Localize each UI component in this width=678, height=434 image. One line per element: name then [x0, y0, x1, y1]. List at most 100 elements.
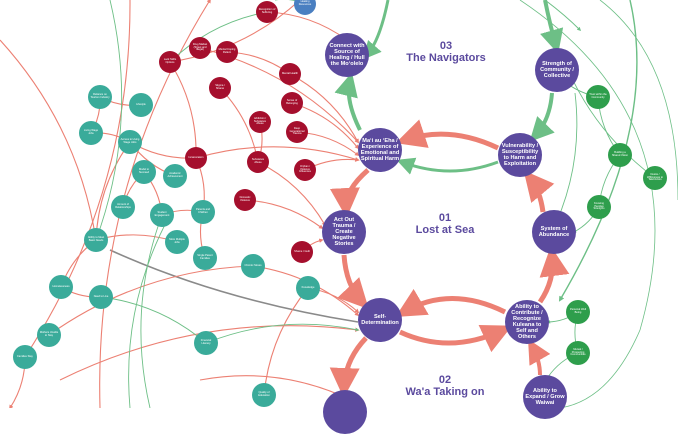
node-amount-of-relationships: Amount of Relationships [111, 195, 135, 219]
node-recognition-of-suffering: Recognition of Suffering [256, 1, 278, 23]
node-label: Access to Living Wage Jobs [120, 138, 140, 144]
node-living-wage-jobs: Living Wage Jobs [79, 121, 103, 145]
node-ma-i-au-eha-experience-of-emotional-and-spiritual-harm: Maʻi au ʻEha / Experience of Emotional a… [358, 128, 402, 172]
node-label: Student Engagement [154, 211, 170, 217]
causal-link [199, 375, 342, 396]
node-stigma-shame: Stigma / Shame [209, 77, 231, 99]
causal-link [205, 323, 360, 344]
arc-link [519, 0, 656, 408]
node-lifestyle: Lifestyle [129, 93, 153, 117]
arc-link [558, 0, 638, 302]
causal-link [263, 286, 310, 396]
node-lack-skills-options: Lack Skills Options [159, 51, 181, 73]
node-orphan-violence-influences: Orphan / Violence Influences [294, 159, 316, 181]
node-label: Incarceration [188, 155, 204, 159]
node-homelessness: Homelessness [49, 275, 73, 299]
node-deep-generational-trauma: Deep Generational Trauma [286, 121, 308, 143]
node-label: Healing Resources [298, 0, 312, 6]
node-label: Domestic Violence [239, 196, 251, 202]
node-label: Desire / Willingness to Take Action [646, 172, 663, 182]
node-personal-well-being: Personal Well Being [566, 300, 590, 324]
loop-link [334, 72, 362, 131]
loop-link [528, 339, 551, 376]
node-academic-achievement: Academic Achievement [163, 164, 187, 188]
causal-link [140, 213, 163, 408]
node-label: Parents and Children [196, 208, 210, 214]
node-label: Maʻi au ʻEha / Experience of Emotional a… [360, 137, 400, 163]
loop-link [337, 254, 369, 310]
node-label: Addiction / Substance Abuse [253, 116, 267, 126]
node-label: Knowledge [301, 285, 315, 289]
node-single-parent-families: Single Parent Families [193, 246, 217, 270]
node-label: Vulnerability / Susceptibility to Harm a… [501, 142, 539, 168]
node-domestic-violence: Domestic Violence [234, 189, 256, 211]
node-label: Homelessness [52, 284, 70, 288]
node-addiction-substance-abuse: Addiction / Substance Abuse [249, 111, 271, 133]
node-trust-within-the-community: Trust within the Community [586, 85, 610, 109]
loop-link [398, 324, 513, 353]
node-ability-to-contribute-recognize-kuleana-to-self-and-others: Ability to Contribute / Recognize Kulean… [505, 300, 549, 344]
causal-link [169, 10, 269, 63]
node-substance-abuse: Substance Abuse [247, 151, 269, 173]
node-label: Ability to Meet Basic Needs [87, 236, 105, 242]
node-label: Living Wage Jobs [83, 129, 99, 135]
causal-link [0, 39, 98, 242]
node-drug-market-street-and-illegal: Drug Market (Street and Illegal) [189, 37, 211, 59]
node-label: Quality of Education [258, 391, 270, 397]
node-label: Knowing Peoples Strengths [593, 201, 605, 211]
loop-link [395, 119, 500, 151]
node-label: Substance Abuse [251, 158, 265, 164]
loop-link [396, 157, 499, 175]
node-label: Personal Well Being [570, 308, 586, 314]
node-families-stay: Families Stay [13, 345, 37, 369]
node-label: Lifestyle [136, 102, 146, 106]
node-access-to-living-wage-jobs: Access to Living Wage Jobs [118, 130, 142, 154]
node-label: Mental Health [281, 71, 298, 75]
node-label: Sense of Belonging [286, 99, 298, 105]
node-act-out-trauma-create-negative-stories: Act Out Trauma / Create Negative Stories [322, 210, 366, 254]
node-desire-willingness-to-take-action: Desire / Willingness to Take Action [643, 166, 667, 190]
node-knowing-peoples-strengths: Knowing Peoples Strengths [587, 195, 611, 219]
node-mutual-prospering-communities: Mutual / Prospering Communities [566, 341, 590, 365]
node-unnamed [323, 390, 367, 434]
node-shame-guilt: Shame / Guilt [291, 241, 313, 263]
node-mental-health: Mental Health [279, 63, 301, 85]
node-label: Stigma / Shame [215, 84, 225, 90]
node-label: Reliance on Tourism Industry [90, 93, 110, 99]
node-label: Recognition of Suffering [258, 8, 276, 14]
node-label: Ability to Expand / Grow Waiwai [525, 387, 565, 407]
causal-link [48, 263, 255, 336]
node-label: Families Stay [17, 354, 33, 358]
node-student-engagement: Student Engagement [150, 203, 174, 227]
node-label: Mental Coping Pattern [218, 48, 236, 54]
loop-link [537, 246, 570, 304]
node-healing-resources: Healing Resources [294, 0, 316, 15]
node-label: Need to Live [93, 294, 109, 298]
node-knowledge: Knowledge [296, 276, 320, 300]
loop-link [529, 92, 555, 142]
node-model-to-succeed: Model to Succeed [132, 160, 156, 184]
node-incarceration: Incarceration [185, 147, 207, 169]
node-label: Building a Shared Vision [611, 151, 629, 157]
node-parents-and-children: Parents and Children [191, 200, 215, 224]
node-label: Orphan / Violence Influences [299, 164, 311, 174]
node-ability-to-expand-grow-waiwai: Ability to Expand / Grow Waiwai [523, 375, 567, 419]
node-label: Amount of Relationships [115, 203, 131, 209]
node-sense-of-belonging: Sense of Belonging [281, 92, 303, 114]
loop-link [544, 0, 582, 32]
node-label: Mutual / Prospering Communities [570, 347, 586, 357]
node-label: Mothers Unable to Stay [39, 331, 59, 337]
node-label: More Multiple Jobs [169, 238, 185, 244]
node-more-multiple-jobs: More Multiple Jobs [165, 230, 189, 254]
node-connect-with-source-of-healing-hull-the-mo-olelo: Connect with Source of Healing / Hull th… [325, 33, 369, 77]
node-need-to-live: Need to Live [89, 285, 113, 309]
causal-link [24, 0, 131, 359]
loop-link [523, 170, 555, 213]
node-label: Chronic Stress [244, 263, 262, 267]
node-chronic-stress: Chronic Stress [241, 254, 265, 278]
node-label: Act Out Trauma / Create Negative Stories [332, 216, 356, 248]
